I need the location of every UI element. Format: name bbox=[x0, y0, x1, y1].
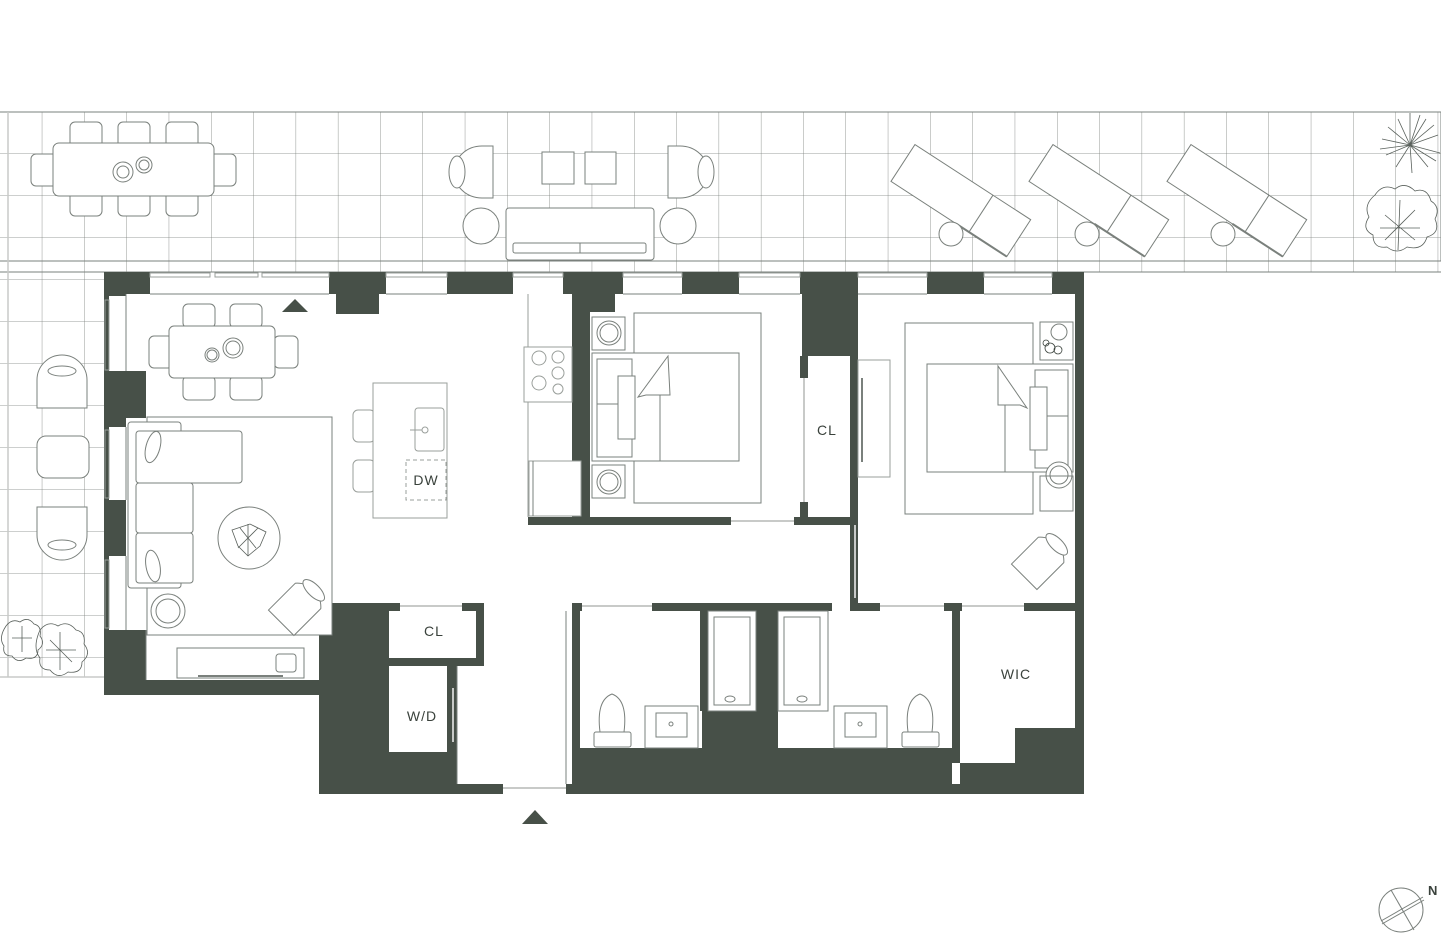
interior-lines bbox=[125, 294, 1024, 789]
hall-closet-label: CL bbox=[424, 623, 444, 639]
windows bbox=[104, 272, 1053, 629]
terrace-chaise-lounges bbox=[890, 143, 1308, 258]
kitchen-counter bbox=[523, 294, 582, 517]
kitchen-island bbox=[352, 382, 448, 519]
plant-on-nightstand bbox=[1042, 339, 1063, 355]
terrace-lounge-set bbox=[448, 145, 715, 261]
north-label: N bbox=[1428, 883, 1438, 898]
terrace-plants bbox=[1365, 113, 1441, 252]
south-entry-arrow bbox=[522, 810, 548, 824]
dining-table bbox=[148, 303, 299, 401]
bedroom-closet-label: CL bbox=[817, 422, 837, 438]
bedroom-1-furniture bbox=[591, 312, 762, 504]
north-entry-arrow bbox=[282, 299, 308, 312]
bedroom-2-furniture bbox=[857, 321, 1074, 591]
terrace-dining-table bbox=[30, 121, 237, 217]
compass-icon bbox=[1378, 887, 1425, 933]
terrace-west-plants bbox=[1, 619, 88, 676]
terrace-west-seating bbox=[36, 354, 90, 561]
plant-on-table bbox=[231, 523, 267, 557]
bathroom-fixtures bbox=[593, 610, 940, 749]
walls bbox=[104, 272, 1084, 794]
walk-in-closet-label: WIC bbox=[1000, 666, 1032, 682]
dishwasher-label: DW bbox=[413, 472, 439, 488]
living-room-furniture bbox=[127, 416, 333, 679]
washer-dryer-label: W/D bbox=[406, 708, 438, 724]
